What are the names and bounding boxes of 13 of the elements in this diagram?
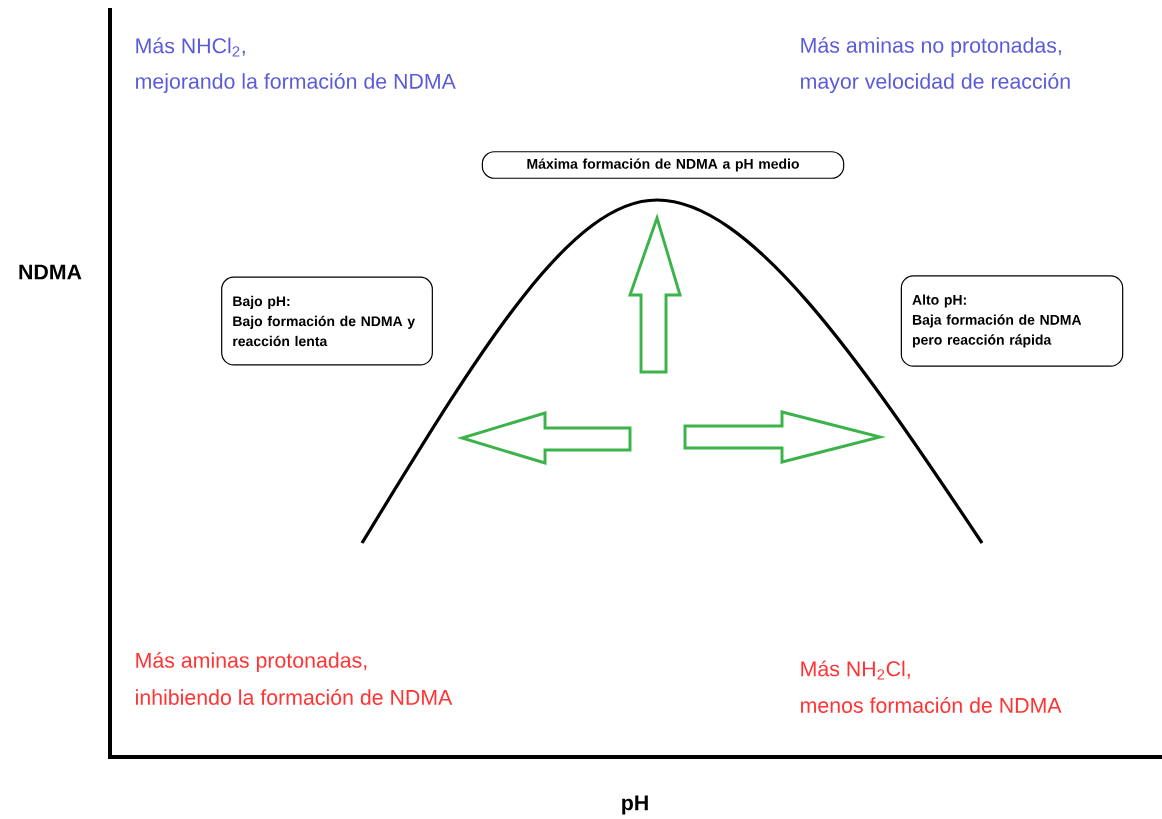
- annotation-text: Más aminas no protonadas,: [801, 36, 1061, 58]
- annotation-text: mayor velocidad de reacción: [801, 72, 1070, 94]
- annotation-text: inhibiendo la formación de NDMA: [136, 689, 453, 705]
- rounded-box: Alto pH: Baja formación de NDMA pero reacción rápida: [900, 275, 1124, 367]
- axis-label: pH: [622, 795, 648, 815]
- rounded-box: Máxima formación de NDMA a pH medio: [481, 151, 845, 179]
- axis-label: NDMA: [19, 264, 82, 280]
- rounded-box: Bajo pH: Bajo formación de NDMA y reacción lenta: [221, 276, 433, 366]
- annotation-text: Más NH$_{2}$Cl,: [801, 660, 910, 680]
- annotation-text: Más aminas protonadas,: [136, 651, 367, 673]
- annotation-text: Más NHCl$_{2}$,: [136, 37, 245, 57]
- annotation-text: mejorando la formación de NDMA: [136, 72, 456, 94]
- annotation-text: menos formación de NDMA: [801, 697, 1062, 713]
